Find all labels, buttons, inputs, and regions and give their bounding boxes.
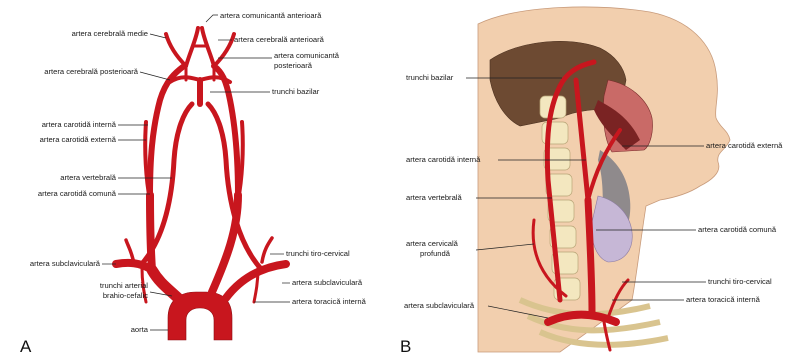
label-a-carotida-interna: artera carotidă internă	[42, 120, 117, 129]
label-a-carotida-comuna: artera carotidă comună	[38, 189, 117, 198]
panel-a-arterial-tree: A	[20, 15, 290, 355]
panel-b-letter: B	[400, 337, 411, 355]
label-a-cerebrala-posterioara: artera cerebrală posterioară	[44, 67, 138, 76]
middle-cerebral-artery-right	[166, 34, 186, 66]
label-a-trunchi-bazilar: trunchi bazilar	[272, 87, 320, 96]
label-a-brahio-cefalic-2: brahio-cefalic	[103, 291, 148, 300]
b-common-carotid	[588, 200, 592, 312]
label-a-comunicanta-posterioara-2: posterioară	[274, 61, 313, 70]
label-b-trunchi-tiro-cervical: trunchi tiro-cervical	[708, 277, 772, 286]
thyrocervical-trunk-left	[262, 238, 272, 262]
label-b-cervicala-profunda-1: artera cervicală	[406, 239, 459, 248]
label-a-aorta: aorta	[131, 325, 149, 334]
label-a-cerebrala-anterioara: artera cerebrală anterioară	[234, 35, 325, 44]
label-a-comunicanta-anterioara: artera comunicantă anterioară	[220, 11, 322, 20]
label-b-carotida-comuna: artera carotidă comună	[698, 225, 777, 234]
label-b-cervicala-profunda-2: profundă	[420, 249, 451, 258]
panel-a-labels: artera comunicantă anterioară artera cer…	[30, 11, 367, 334]
label-b-toracica-interna: artera toracică internă	[686, 295, 761, 304]
label-a-cerebrala-medie: artera cerebrală medie	[72, 29, 148, 38]
label-b-trunchi-bazilar: trunchi bazilar	[406, 73, 454, 82]
label-a-carotida-externa: artera carotidă externă	[40, 135, 117, 144]
right-common-carotid	[150, 195, 152, 270]
label-b-subclaviculara: artera subclaviculară	[404, 301, 475, 310]
label-b-vertebrala: artera vertebrală	[406, 193, 462, 202]
label-a-comunicanta-posterioara-1: artera comunicantă	[274, 51, 340, 60]
label-a-trunchi-tiro-cervical: trunchi tiro-cervical	[286, 249, 350, 258]
label-b-carotida-interna: artera carotidă internă	[406, 155, 481, 164]
label-a-vertebrala: artera vertebrală	[60, 173, 116, 182]
label-a-subclaviculara-stanga: artera subclaviculară	[30, 259, 101, 268]
label-a-subclaviculara-dreapta: artera subclaviculară	[292, 278, 363, 287]
middle-cerebral-artery-left	[214, 34, 234, 66]
label-a-toracica-interna: artera toracică internă	[292, 297, 367, 306]
label-a-brahio-cefalic-1: trunchi arterial	[100, 281, 148, 290]
brachiocephalic-trunk	[152, 270, 180, 300]
label-b-carotida-externa: artera carotidă externă	[706, 141, 783, 150]
panel-a-letter: A	[20, 337, 32, 355]
